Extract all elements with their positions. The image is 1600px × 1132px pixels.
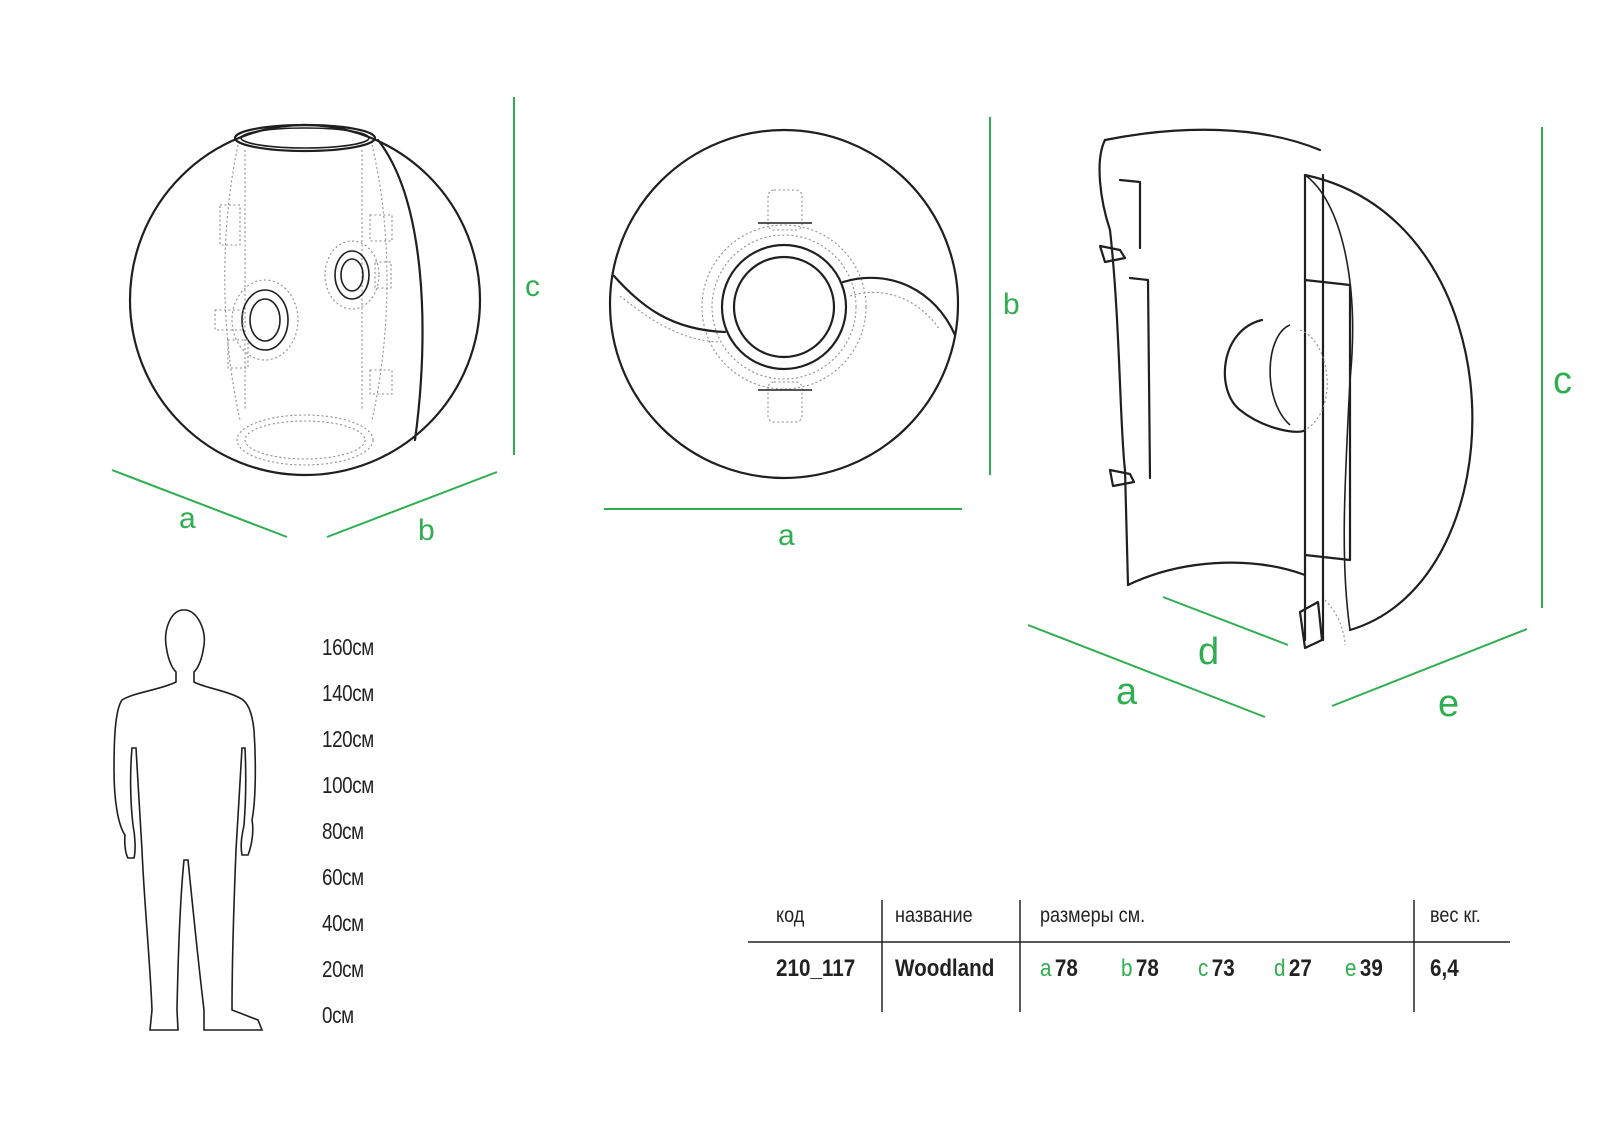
header-code: код <box>776 904 805 927</box>
human-silhouette <box>113 609 264 1031</box>
dim-label-b: b <box>418 514 435 547</box>
header-weight: вес кг. <box>1430 904 1481 927</box>
dimension-value: 27 <box>1288 955 1312 982</box>
scale-label: 60см <box>322 864 364 890</box>
view-section <box>1098 128 1474 650</box>
scale-label: 100см <box>322 772 374 798</box>
dimension-labels: a b c a b d a e c <box>179 270 1572 725</box>
dim-label-a: a <box>1116 671 1138 713</box>
dim-label-c: c <box>1553 360 1572 402</box>
scale-label: 40см <box>322 910 364 936</box>
scale-label: 120см <box>322 726 374 752</box>
view-top <box>608 128 960 480</box>
dimension-key: b <box>1121 955 1133 982</box>
product-code: 210_117 <box>776 955 856 982</box>
dimension-value: 39 <box>1359 955 1383 982</box>
spec-table-lines <box>748 900 1510 1012</box>
dimension-key: e <box>1345 955 1357 982</box>
dimension-lines <box>111 97 1543 718</box>
scale-label: 20см <box>322 956 364 982</box>
scale-label: 140см <box>322 680 374 706</box>
dimension-value: 78 <box>1054 955 1078 982</box>
dim-label-b: b <box>1003 288 1020 321</box>
scale-label: 80см <box>322 818 364 844</box>
dimension-value: 73 <box>1211 955 1235 982</box>
header-dimensions: размеры см. <box>1040 904 1146 927</box>
dimension-key: c <box>1198 955 1209 982</box>
dimension-key: d <box>1274 955 1286 982</box>
dim-label-a: a <box>778 519 795 552</box>
dim-label-a: a <box>179 502 196 535</box>
product-weight: 6,4 <box>1430 955 1459 982</box>
dim-label-e: e <box>1438 683 1459 725</box>
dimension-value: 78 <box>1135 955 1159 982</box>
scale-label: 160см <box>322 634 374 660</box>
dim-label-c: c <box>525 270 540 303</box>
product-name: Woodland <box>895 955 995 982</box>
scale-label: 0см <box>322 1002 354 1028</box>
view-perspective <box>128 123 482 477</box>
dim-label-d: d <box>1198 631 1219 673</box>
header-name: название <box>895 904 973 927</box>
dimension-key: a <box>1040 955 1052 982</box>
